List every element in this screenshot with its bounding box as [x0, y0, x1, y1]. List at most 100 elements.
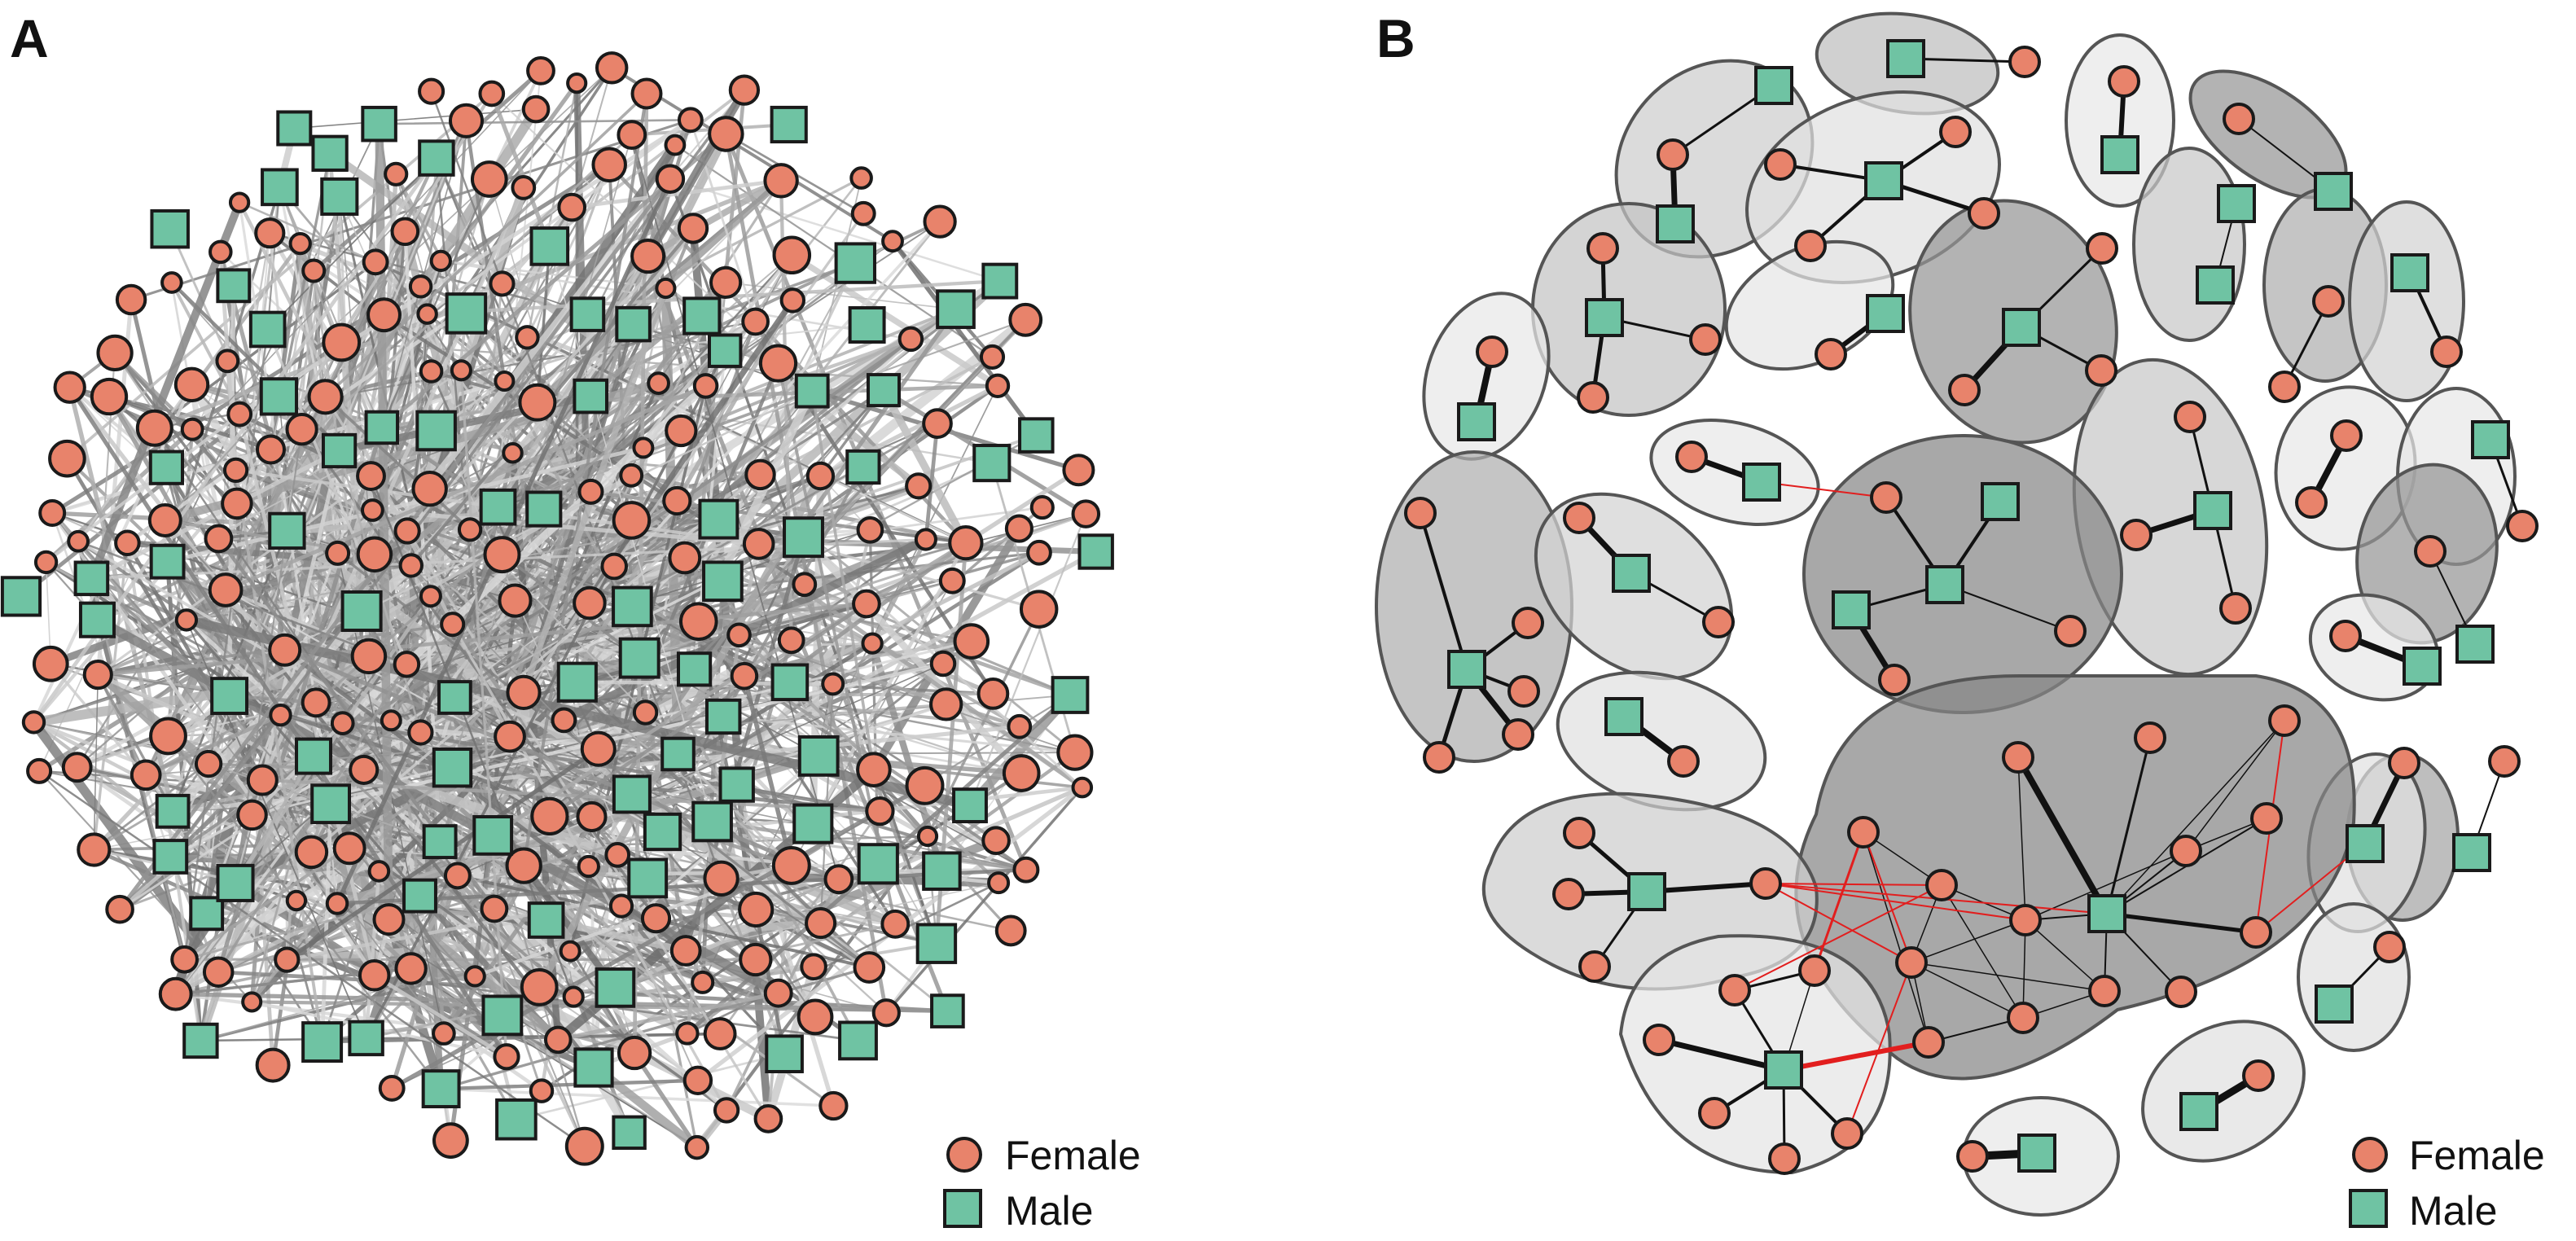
female-node — [640, 903, 672, 934]
female-node — [82, 660, 113, 691]
edge — [1656, 1037, 1787, 1073]
male-node — [834, 242, 876, 284]
female-node — [494, 720, 526, 753]
female-node — [307, 379, 344, 415]
female-node — [573, 585, 607, 620]
legend-male-label: Male — [2409, 1188, 2497, 1234]
male-node — [2002, 308, 2041, 347]
male-node — [418, 139, 455, 177]
female-node — [668, 541, 702, 575]
inter-community-edge — [1734, 884, 1942, 991]
edge — [459, 369, 508, 1059]
female-node — [612, 501, 652, 540]
female-node — [823, 864, 854, 895]
female-node — [408, 274, 433, 299]
female-node — [285, 889, 308, 912]
edge — [2105, 736, 2152, 915]
edge — [167, 701, 318, 737]
female-node — [559, 940, 581, 963]
male-node — [612, 1115, 647, 1151]
edge — [588, 220, 941, 605]
female-node — [443, 862, 472, 890]
female-node — [1056, 734, 1094, 771]
female-node — [2295, 486, 2328, 519]
female-node — [849, 166, 873, 190]
male-node — [261, 168, 299, 207]
edge — [522, 92, 649, 868]
female-node — [418, 77, 445, 105]
female-node — [32, 645, 69, 682]
female-node — [470, 160, 508, 198]
male-node — [704, 698, 742, 735]
male-node — [348, 1020, 384, 1057]
male-node — [1051, 676, 1090, 714]
male-node — [972, 444, 1012, 483]
female-node — [221, 487, 253, 520]
edge — [2185, 720, 2285, 852]
edge — [1911, 919, 2026, 963]
legend-male-label: Male — [1005, 1188, 1093, 1234]
female-node — [38, 499, 67, 527]
female-node — [325, 892, 349, 915]
inter-community-edge — [1765, 883, 2026, 921]
male-node — [1604, 697, 1643, 736]
female-node — [929, 650, 957, 678]
female-node — [204, 524, 234, 554]
female-node — [543, 1025, 573, 1055]
female-node — [1870, 481, 1902, 514]
male-node — [216, 268, 252, 304]
edge — [439, 1078, 700, 1091]
female-node — [494, 370, 516, 392]
male-node — [2196, 265, 2235, 305]
male-node — [569, 296, 606, 332]
female-node — [254, 217, 286, 249]
male-node — [682, 296, 722, 335]
legend-female-marker — [946, 1137, 982, 1173]
female-node — [1798, 954, 1831, 987]
female-node — [856, 752, 892, 788]
female-node — [617, 1035, 652, 1071]
male-node — [432, 748, 473, 788]
female-node — [1815, 338, 1847, 371]
female-node — [529, 1078, 555, 1103]
female-node — [1794, 230, 1827, 262]
male-node — [189, 896, 225, 932]
female-node — [856, 515, 884, 544]
female-node — [763, 163, 799, 199]
male-node — [573, 1047, 614, 1088]
female-node — [105, 894, 134, 924]
female-node — [114, 529, 141, 557]
female-node — [301, 258, 327, 283]
male-node — [2087, 894, 2126, 933]
female-node — [2002, 741, 2034, 774]
male-node — [615, 305, 652, 343]
female-node — [1925, 869, 1958, 901]
male-node — [2314, 172, 2353, 211]
male-node — [936, 289, 976, 330]
male-node — [216, 863, 255, 902]
male-node — [1754, 66, 1793, 105]
female-node — [366, 297, 402, 333]
edge — [336, 178, 783, 555]
female-node — [551, 707, 577, 734]
female-node — [2488, 745, 2521, 778]
female-node — [2085, 354, 2117, 387]
female-node — [805, 461, 836, 491]
edge — [364, 349, 727, 1040]
female-node — [1552, 878, 1585, 910]
edge — [720, 877, 816, 1018]
female-node — [285, 413, 318, 446]
female-node — [557, 192, 587, 222]
edge — [37, 770, 586, 1147]
male-node — [838, 1020, 878, 1061]
male-node — [915, 923, 958, 964]
female-node — [1012, 856, 1040, 884]
male-node — [2017, 1134, 2056, 1173]
female-node — [684, 1134, 710, 1160]
female-node — [411, 470, 448, 507]
edge — [51, 512, 445, 1034]
female-node — [2414, 535, 2447, 568]
edge — [776, 362, 897, 926]
female-node — [632, 436, 655, 459]
edge — [2025, 919, 2105, 992]
